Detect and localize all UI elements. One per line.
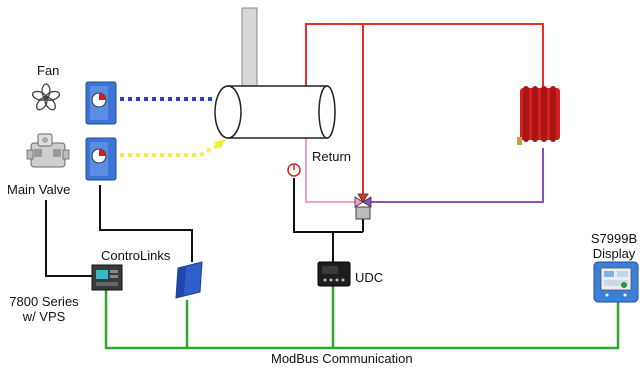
controller-icon xyxy=(91,264,123,291)
gas-valve-icon xyxy=(26,133,70,168)
udc-label: UDC xyxy=(355,270,384,285)
fan-icon xyxy=(31,83,61,111)
wire-valve-to-7800 xyxy=(45,200,98,277)
boiler-end-left xyxy=(214,85,242,139)
boiler-body xyxy=(227,85,328,139)
series-7800-label-line1: 7800 Series xyxy=(9,294,79,309)
control-wiring xyxy=(45,178,364,277)
modbus-label: ModBus Communication xyxy=(271,351,413,366)
thermometer-icon xyxy=(287,163,301,177)
series-7800-label: 7800 Series w/ VPS xyxy=(3,294,85,324)
controlinks-icon xyxy=(175,261,203,299)
main-valve-label: Main Valve xyxy=(7,182,71,197)
modbus-bus-line xyxy=(104,288,620,350)
valve-signal-line xyxy=(120,141,223,157)
boiler-end-right xyxy=(318,85,336,139)
mixing-valve-icon xyxy=(354,193,372,220)
fan-label: Fan xyxy=(37,63,60,78)
supply-pipe xyxy=(305,23,544,90)
controlinks-label: ControLinks xyxy=(101,248,171,263)
return-pipe-pink xyxy=(305,138,356,203)
valve-signal-arrowhead xyxy=(214,139,226,149)
wire-actuator-to-controlinks xyxy=(99,185,193,262)
boiler-icon xyxy=(214,7,336,139)
series-7800-label-line2: w/ VPS xyxy=(22,309,66,324)
display-label: S7999B Display xyxy=(586,231,642,261)
boiler-flue xyxy=(241,7,258,95)
wire-sensor-to-udc xyxy=(293,178,334,262)
display-icon xyxy=(593,261,639,303)
display-label-line1: S7999B xyxy=(590,231,638,246)
hydronic-piping xyxy=(305,23,544,203)
fan-actuator-icon xyxy=(85,81,117,125)
udc-icon xyxy=(317,261,351,287)
modbus-network xyxy=(104,284,620,350)
display-label-line2: Display xyxy=(592,246,636,261)
return-label: Return xyxy=(312,149,352,164)
radiator-icon xyxy=(517,86,560,145)
return-pipe-purple xyxy=(371,148,544,203)
valve-actuator-icon xyxy=(85,137,117,181)
